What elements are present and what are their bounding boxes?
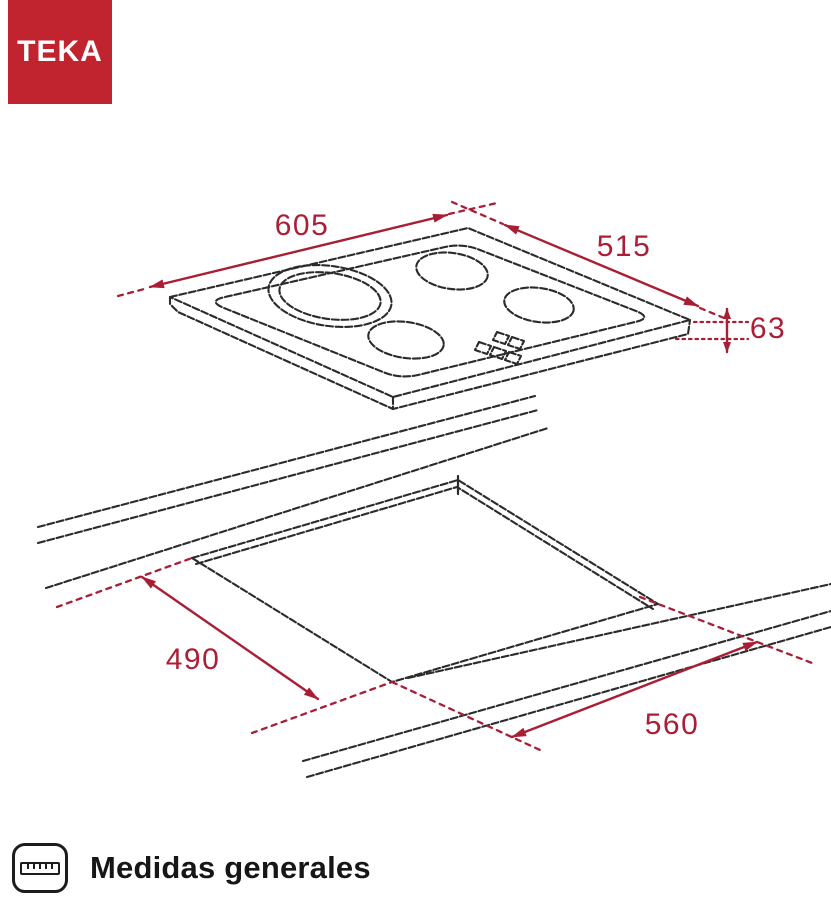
dimension-hob-height: 63 xyxy=(674,307,786,354)
ruler-icon xyxy=(12,843,68,893)
dimension-63-label: 63 xyxy=(750,312,786,345)
ruler-icon-glyph xyxy=(20,861,60,875)
counter-front-edge-3 xyxy=(305,625,831,779)
dimension-605-label: 605 xyxy=(275,209,330,242)
burner-bottom xyxy=(367,320,445,360)
cutout-front-edges xyxy=(190,556,660,684)
dimension-560-label: 560 xyxy=(645,708,700,741)
hob-side-left xyxy=(168,295,395,411)
dimension-hob-depth: 515 xyxy=(503,223,726,320)
counter-back-edge-1 xyxy=(36,394,537,529)
dimension-hob-width: 605 xyxy=(116,200,505,298)
hob-side-right xyxy=(391,318,692,411)
footer-legend: Medidas generales xyxy=(12,843,371,893)
burner-top xyxy=(415,251,489,291)
dimension-515-label: 515 xyxy=(597,230,652,263)
burner-right xyxy=(503,286,575,324)
burner-large-outer xyxy=(267,264,393,328)
dimension-cutout-width: 560 xyxy=(390,595,814,752)
hob-inner-border xyxy=(214,244,646,378)
dimension-cutout-depth: 490 xyxy=(55,556,394,735)
counter-front-edge-1 xyxy=(406,582,831,680)
counter-back-edge-3 xyxy=(44,426,550,590)
control-buttons xyxy=(473,330,526,366)
teka-logo: TEKA xyxy=(8,0,112,104)
cutout-rear-edges xyxy=(190,478,660,606)
footer-label: Medidas generales xyxy=(90,850,371,885)
burners xyxy=(267,251,575,360)
counter-back-edge-2 xyxy=(36,408,540,545)
teka-logo-text: TEKA xyxy=(17,35,103,68)
dimension-490-label: 490 xyxy=(166,643,221,676)
cutout-rear-edges-inner xyxy=(194,485,655,611)
